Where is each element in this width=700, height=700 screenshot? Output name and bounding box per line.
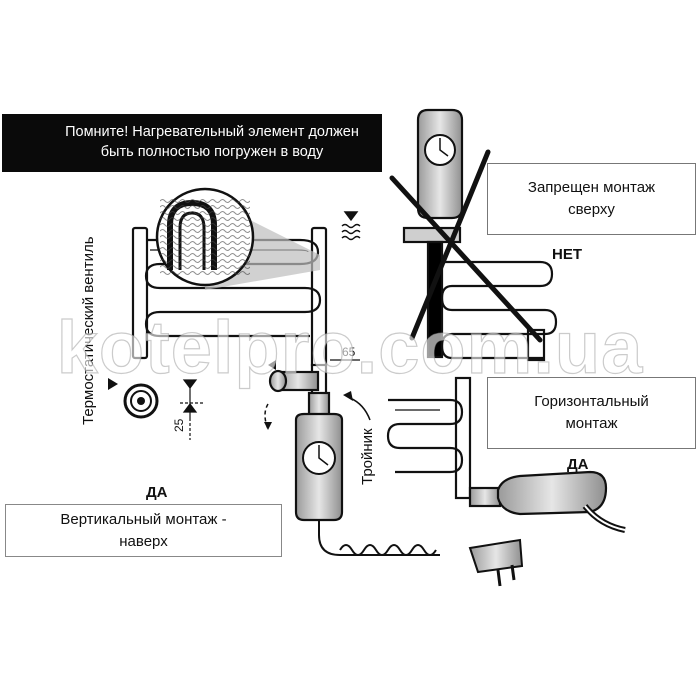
power-plug-icon (468, 538, 524, 587)
vertical-mount-line-1: Вертикальный монтаж - (60, 510, 227, 528)
horizontal-radiator (386, 376, 472, 500)
dimension-marks (180, 352, 360, 440)
heating-element-vertical (294, 391, 440, 556)
yes-right-label: ДА (567, 456, 589, 473)
dimension-65-label: 65 (342, 345, 356, 359)
water-level-icon (341, 211, 361, 241)
tee-label: Тройник (359, 428, 376, 485)
vertical-mount-box: Вертикальный монтаж - наверх (5, 504, 282, 557)
tee-connector (264, 360, 371, 430)
top-mount-forbidden-line-2: сверху (568, 201, 615, 218)
no-label: НЕТ (552, 246, 582, 263)
top-mount-forbidden-box: Запрещен монтаж сверху (487, 163, 696, 235)
yes-left-label: ДА (146, 484, 168, 501)
vertical-mount-line-2: наверх (119, 532, 168, 550)
heating-element-horizontal (468, 470, 626, 533)
heating-coil-zoom (155, 187, 320, 290)
warning-banner: Помните! Нагревательный элемент должен б… (2, 114, 382, 172)
warning-line-1: Помните! Нагревательный элемент должен (65, 124, 359, 140)
thermostatic-valve-knob (108, 378, 159, 419)
top-mount-radiator (440, 260, 558, 362)
top-mount-forbidden-line-1: Запрещен монтаж (527, 179, 656, 196)
horizontal-mount-line-2: монтаж (565, 415, 618, 432)
thermostatic-valve-label: Термостатический вентиль (80, 236, 97, 425)
forbidden-cross-icon (389, 149, 543, 343)
horizontal-mount-box: Горизонтальный монтаж (487, 377, 696, 449)
warning-text: Помните! Нагревательный элемент должен б… (42, 122, 382, 162)
warning-line-2: быть полностью погружен в воду (100, 144, 324, 160)
dimension-25-label: 25 (172, 418, 186, 432)
horizontal-mount-line-1: Горизонтальный (534, 393, 649, 410)
